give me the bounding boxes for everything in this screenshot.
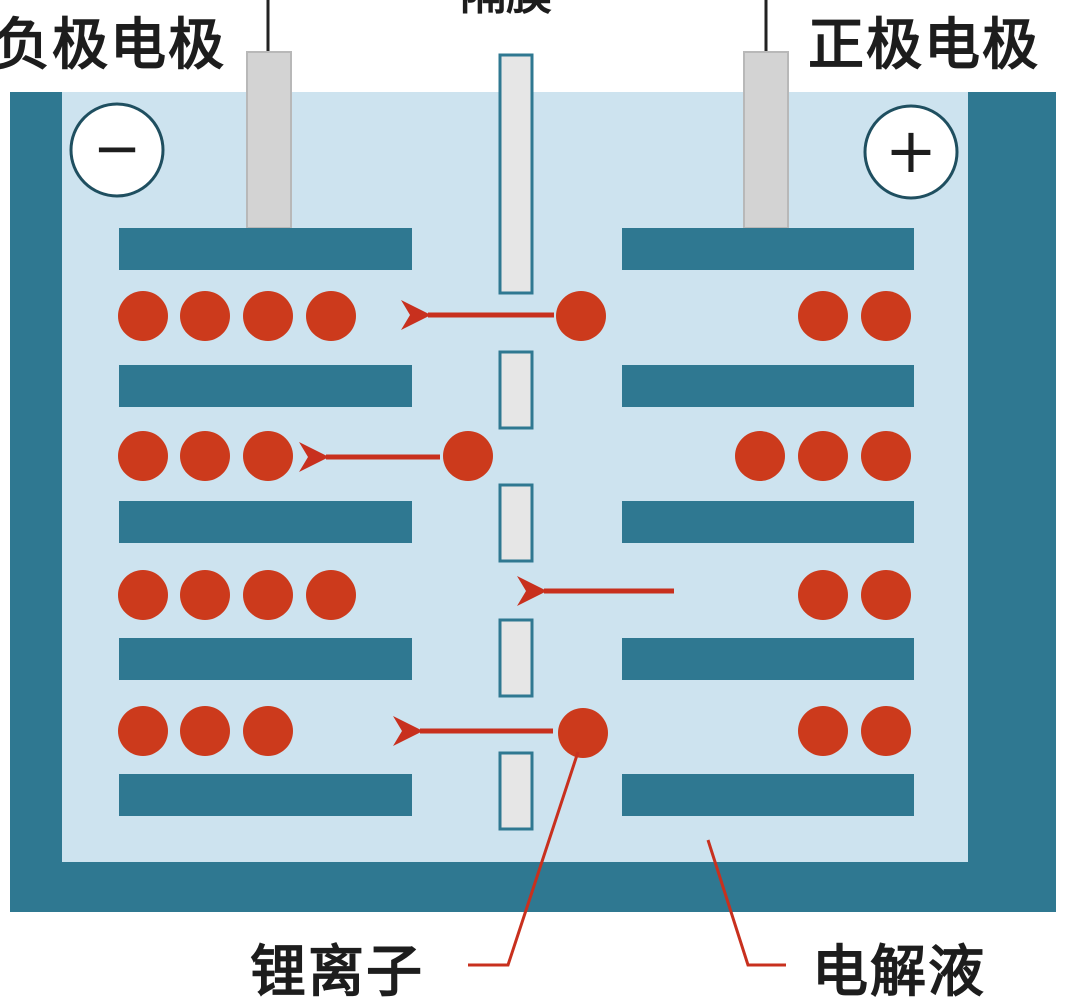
lithium-ion [861, 706, 911, 756]
negative-plate [119, 638, 412, 680]
electrolyte-leader-line [706, 839, 786, 967]
separator-segment [498, 483, 534, 563]
positive-plate [622, 774, 914, 816]
lithium-ion [861, 431, 911, 481]
negative-plate [119, 774, 412, 816]
lithium-ion [861, 291, 911, 341]
positive-side-ions [735, 291, 911, 756]
positive-plate [622, 638, 914, 680]
lithium-ion [306, 570, 356, 620]
moving-lithium-ion [556, 291, 606, 341]
negative-plate [119, 501, 412, 543]
lithium-ion [243, 706, 293, 756]
lithium-ion [180, 431, 230, 481]
lithium-ion [118, 291, 168, 341]
lithium-ion-leader-line [468, 751, 580, 967]
lithium-ion [118, 431, 168, 481]
lithium-ion [118, 706, 168, 756]
separator-segment [498, 350, 534, 430]
lithium-ion [798, 431, 848, 481]
lithium-ion [798, 570, 848, 620]
minus-icon [69, 102, 165, 198]
lithium-ion [306, 291, 356, 341]
positive-electrode-label: 正极电极 [808, 13, 1040, 78]
electrolyte-label: 电解液 [812, 940, 986, 1005]
lithium-ion-label: 锂离子 [250, 940, 424, 1005]
lithium-ion [180, 570, 230, 620]
moving-lithium-ion [443, 431, 493, 481]
positive-plate [622, 228, 914, 270]
lithium-ion [861, 570, 911, 620]
lithium-ion [180, 706, 230, 756]
negative-side-ions [118, 291, 356, 756]
lithium-ion [798, 291, 848, 341]
lithium-ion [118, 570, 168, 620]
separator-segment [498, 53, 534, 295]
lithium-ion [243, 570, 293, 620]
negative-symbol: − [93, 114, 142, 182]
separator-segment [498, 751, 534, 831]
negative-electrode-label: 负极电极 [0, 13, 226, 78]
positive-terminal [743, 51, 789, 229]
negative-plate [119, 228, 412, 270]
lithium-ion [180, 291, 230, 341]
positive-plate [622, 501, 914, 543]
positive-plate [622, 365, 914, 407]
positive-symbol: + [885, 114, 937, 187]
separator-label: 隔膜 [460, 0, 552, 16]
moving-lithium-ion [558, 708, 608, 758]
lithium-ion [798, 706, 848, 756]
negative-terminal [246, 51, 292, 229]
plus-icon [863, 104, 959, 200]
negative-plate [119, 365, 412, 407]
separator-segment [498, 618, 534, 698]
lithium-ion [243, 291, 293, 341]
lithium-ion [735, 431, 785, 481]
lithium-ion [243, 431, 293, 481]
